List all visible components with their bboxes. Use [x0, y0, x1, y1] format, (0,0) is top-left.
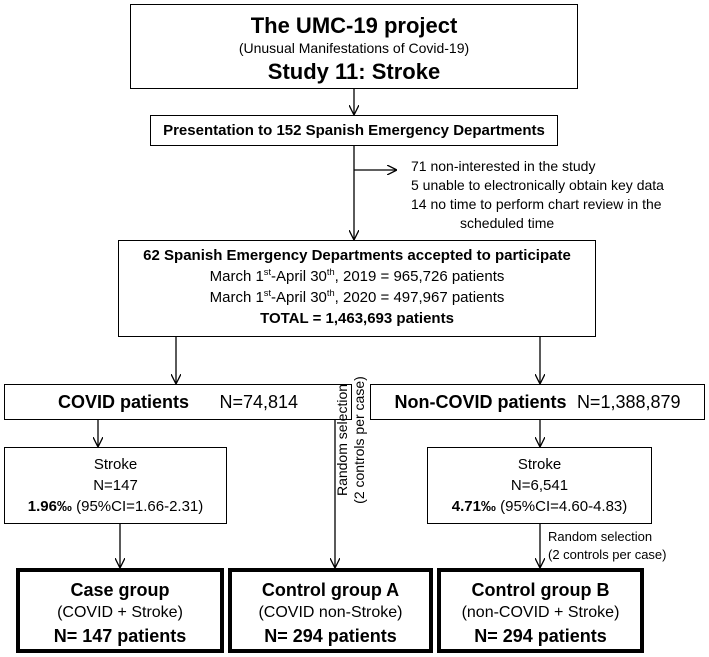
noncovid-stroke-rate: 4.71‰ [451, 498, 496, 515]
exclusion-item: 5 unable to electronically obtain key da… [411, 177, 664, 193]
noncovid-label: Non-COVID patients [394, 392, 567, 412]
control-group-a-box: Control group A (COVID non-Stroke) N= 29… [228, 568, 433, 653]
period-2020: March 1st-April 30th, 2020 = 497,967 pat… [209, 288, 505, 306]
noncovid-stroke-box: Stroke N=6,541 4.71‰ (95%CI=4.60-4.83) [427, 447, 652, 524]
presentation-box: Presentation to 152 Spanish Emergency De… [150, 115, 558, 146]
project-title: The UMC-19 project [250, 13, 458, 38]
control-a-desc: (COVID non-Stroke) [258, 604, 403, 621]
noncovid-stroke-n: N=6,541 [510, 477, 569, 494]
exclusion-item: scheduled time [460, 215, 555, 231]
covid-stroke-ci: (95%CI=1.66-2.31) [76, 498, 204, 515]
control-a-title: Control group A [261, 580, 400, 600]
participants-box: 62 Spanish Emergency Departments accepte… [118, 240, 596, 337]
total-patients: TOTAL = 1,463,693 patients [260, 310, 454, 327]
covid-stroke-rate: 1.96‰ [27, 498, 72, 515]
noncovid-stroke-label: Stroke [517, 456, 562, 473]
random-selection-b-line1: Random selection [548, 529, 653, 544]
control-b-title: Control group B [471, 580, 610, 600]
control-group-b-box: Control group B (non-COVID + Stroke) N= … [437, 568, 644, 653]
study-title: Study 11: Stroke [267, 59, 441, 84]
random-selection-a-label: Random selection (2 controls per case) [334, 365, 368, 515]
case-group-box: Case group (COVID + Stroke) N= 147 patie… [16, 568, 224, 653]
control-b-n: N= 294 patients [474, 626, 607, 646]
presentation-text: Presentation to 152 Spanish Emergency De… [163, 122, 545, 139]
participants-title: 62 Spanish Emergency Departments accepte… [143, 247, 571, 264]
exclusion-item: 71 non-interested in the study [411, 158, 596, 174]
covid-n: N=74,814 [219, 392, 299, 412]
project-subtitle: (Unusual Manifestations of Covid-19) [238, 40, 470, 56]
control-a-n: N= 294 patients [264, 626, 397, 646]
covid-stroke-box: Stroke N=147 1.96‰ (95%CI=1.66-2.31) [4, 447, 227, 524]
covid-patients-box: COVID patients N=74,814 [4, 384, 352, 420]
exclusion-item: 14 no time to perform chart review in th… [411, 196, 662, 212]
case-group-desc: (COVID + Stroke) [57, 604, 183, 621]
case-group-n: N= 147 patients [53, 626, 187, 646]
noncovid-n: N=1,388,879 [576, 392, 681, 412]
random-selection-a-line2: (2 controls per case) [351, 376, 367, 504]
case-group-title: Case group [70, 580, 170, 600]
noncovid-stroke-rate-line: 4.71‰ (95%CI=4.60-4.83) [428, 496, 651, 517]
noncovid-stroke-ci: (95%CI=4.60-4.83) [500, 498, 628, 515]
project-header-box: The UMC-19 project (Unusual Manifestatio… [130, 4, 578, 89]
covid-stroke-rate-line: 1.96‰ (95%CI=1.66-2.31) [5, 496, 226, 517]
noncovid-patients-box: Non-COVID patients N=1,388,879 [370, 384, 705, 420]
covid-stroke-label: Stroke [93, 456, 138, 473]
random-selection-b-line2: (2 controls per case) [548, 547, 667, 562]
covid-stroke-n: N=147 [93, 477, 138, 494]
covid-label: COVID patients [57, 392, 189, 412]
period-2019: March 1st-April 30th, 2019 = 965,726 pat… [209, 267, 505, 285]
control-b-desc: (non-COVID + Stroke) [461, 604, 620, 621]
exclusions-list: 71 non-interested in the study 5 unable … [411, 157, 664, 233]
random-selection-b-label: Random selection (2 controls per case) [548, 528, 667, 564]
random-selection-a-line1: Random selection [334, 383, 350, 497]
